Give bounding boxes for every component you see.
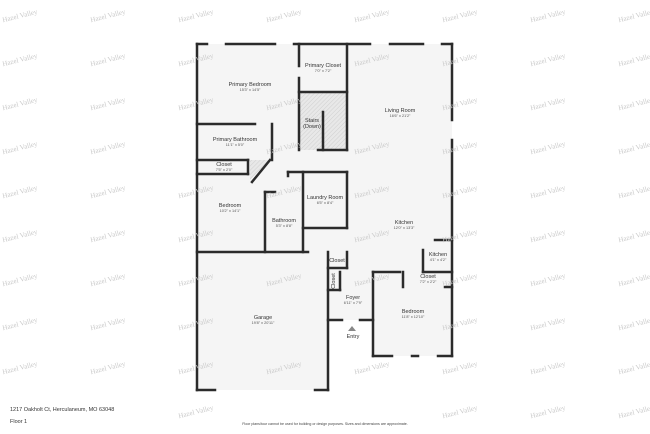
room-name: Garage <box>253 315 273 321</box>
address: 1217 Oakholt Ct, Herculaneum, MO 63048 <box>10 407 115 413</box>
room-name: Stairs (Down) <box>303 118 321 130</box>
room-name: Primary Closet <box>304 63 342 69</box>
walls <box>195 42 454 392</box>
entry-arrow-icon <box>348 326 356 331</box>
room-name: Closet <box>329 258 345 264</box>
room-name: Primary Bathroom <box>212 137 258 143</box>
room-name: Closet <box>420 274 436 280</box>
room-dims: 11'1" x 5'0" <box>225 143 245 147</box>
room-dims: 5'3" x 8'8" <box>275 224 293 228</box>
room-dims: 7'0" x 7'2" <box>314 69 332 73</box>
room-dims: 4'1" x 4'2" <box>429 258 447 262</box>
room-stairs: Stairs (Down) <box>301 118 323 130</box>
room-dims: 12'0" x 13'3" <box>393 226 415 230</box>
room-dims: 6'5" x 8'4" <box>316 201 334 205</box>
entry-text: Entry <box>346 334 360 340</box>
room-dims: 7'2" x 2'2" <box>419 280 437 284</box>
room-name: Kitchen <box>428 252 448 258</box>
room-name: Closet <box>216 162 232 168</box>
room-dims: 7'5" x 2'0" <box>215 168 233 172</box>
room-name: Living Room <box>384 108 416 114</box>
room-name: Bedroom <box>218 203 242 209</box>
room-dims: 19'8" x 20'11" <box>251 321 275 325</box>
room-dims: 15'3" x 14'5" <box>239 88 261 92</box>
room-name: Foyer <box>345 295 361 301</box>
room-name: Primary Bedroom <box>228 82 272 88</box>
room-dims: 10'2" x 14'1" <box>219 209 241 213</box>
entry-label: Entry <box>347 334 360 340</box>
room-name: Kitchen <box>394 220 414 226</box>
floor-label: Floor 1 <box>10 419 28 425</box>
disclaimer: Floor plans/tour cannot be used for buil… <box>242 422 408 426</box>
room-dims: 16'6" x 21'2" <box>389 114 411 118</box>
room-name: Closet <box>331 273 337 289</box>
room-closet-side: Closet <box>331 273 337 289</box>
room-dims: 6'11" x 7'9" <box>343 301 363 305</box>
floor-fill <box>197 44 452 390</box>
room-closet-upper: Closet <box>329 258 345 264</box>
room-dims: 11'8" x 12'10" <box>401 315 425 319</box>
room-name: Bedroom <box>401 309 425 315</box>
room-name: Laundry Room <box>306 195 344 201</box>
room-name: Bathroom <box>272 218 296 224</box>
